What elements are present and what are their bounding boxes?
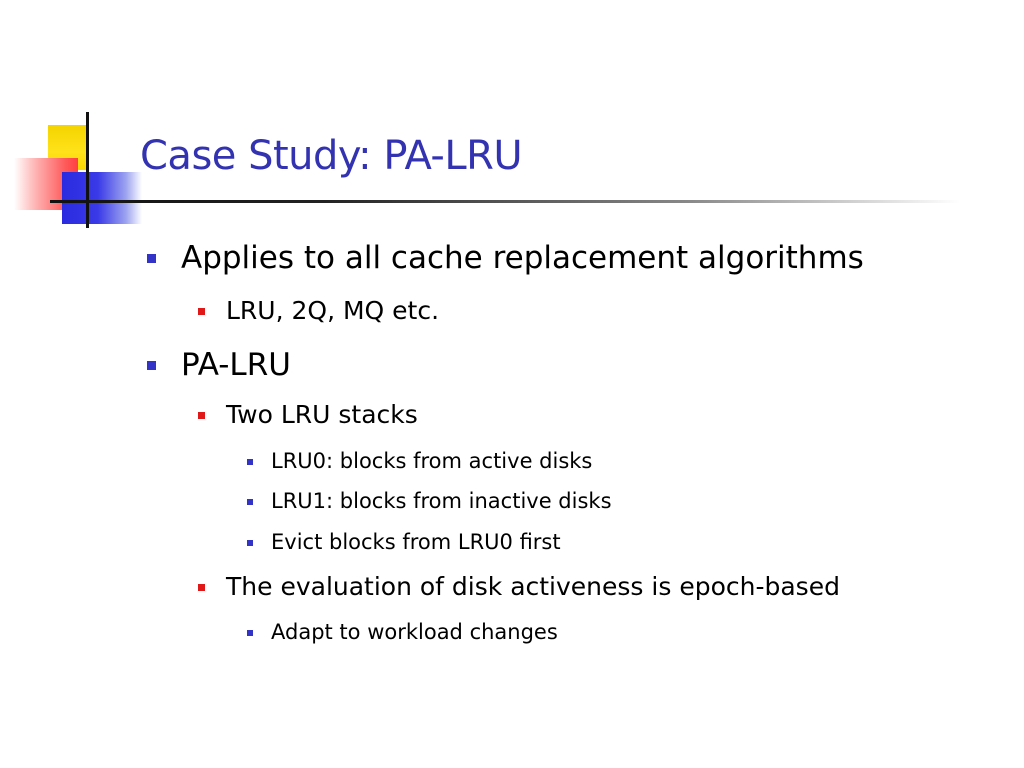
bullet-level3: Adapt to workload changes — [247, 618, 558, 646]
bullet-text: LRU1: blocks from inactive disks — [271, 489, 612, 513]
bullet-marker-square — [247, 459, 253, 465]
bullet-level3: Evict blocks from LRU0 first — [247, 528, 561, 556]
bullet-text: Applies to all cache replacement algorit… — [181, 240, 864, 276]
bullet-text: The evaluation of disk activeness is epo… — [226, 572, 840, 601]
bullet-level3: LRU1: blocks from inactive disks — [247, 487, 612, 515]
bullet-level2: The evaluation of disk activeness is epo… — [198, 570, 840, 604]
bullet-text: Evict blocks from LRU0 first — [271, 530, 561, 554]
bullet-level1: Applies to all cache replacement algorit… — [147, 238, 864, 278]
bullet-text: LRU0: blocks from active disks — [271, 449, 593, 473]
bullet-text: PA-LRU — [181, 347, 291, 383]
bullet-level2: LRU, 2Q, MQ etc. — [198, 294, 440, 328]
bullet-level1: PA-LRU — [147, 345, 291, 385]
bullet-marker-square — [198, 308, 205, 315]
bullet-text: Two LRU stacks — [226, 400, 418, 429]
decorative-logo — [0, 0, 170, 240]
bullet-marker-square — [147, 254, 156, 263]
bullet-marker-square — [198, 584, 205, 591]
bullet-marker-square — [247, 540, 253, 546]
blue-square-decoration — [62, 172, 142, 224]
bullet-marker-square — [198, 412, 205, 419]
bullet-marker-square — [247, 499, 253, 505]
bullet-marker-square — [147, 361, 156, 370]
bullet-level3: LRU0: blocks from active disks — [247, 447, 593, 475]
bullet-text: LRU, 2Q, MQ etc. — [226, 296, 440, 325]
bullet-level2: Two LRU stacks — [198, 398, 418, 432]
bullet-text: Adapt to workload changes — [271, 620, 558, 644]
vertical-rule — [86, 112, 89, 228]
slide-title: Case Study: PA-LRU — [140, 133, 523, 179]
title-underline-rule — [50, 200, 960, 203]
bullet-marker-square — [247, 630, 253, 636]
